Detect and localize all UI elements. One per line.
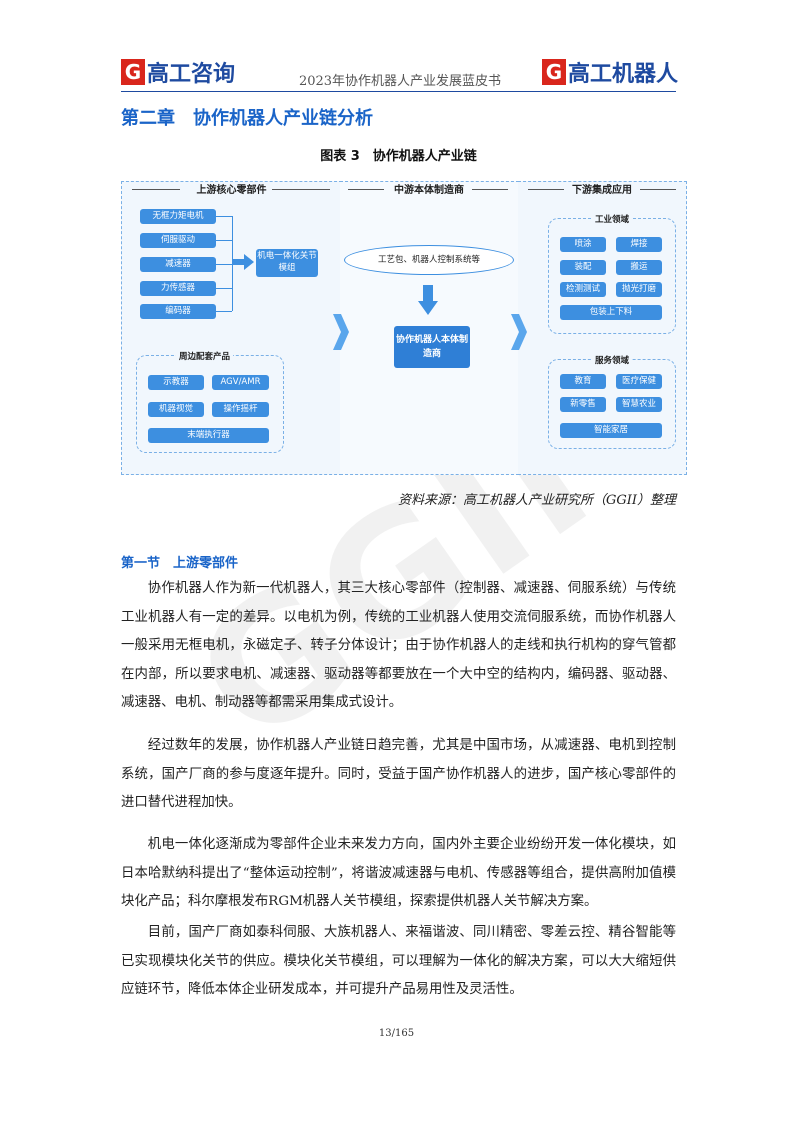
- report-title: 2023年协作机器人产业发展蓝皮书: [298, 74, 502, 89]
- application-box: 抛光打磨: [616, 282, 662, 297]
- body-paragraph: 机电一体化逐渐成为零部件企业未来发力方向，国内外主要企业纷纷开发一体化模块，如日…: [121, 837, 676, 909]
- industry-chain-diagram: 上游核心零部件 无框力矩电机 伺服驱动 减速器 力传感器 编码器 机电一体化关节…: [121, 181, 688, 475]
- arrow-down-icon: [418, 285, 438, 315]
- application-box: 教育: [560, 374, 606, 389]
- midstream-title: 中游本体制造商: [394, 185, 464, 196]
- divider: [640, 189, 676, 190]
- upstream-title: 上游核心零部件: [196, 185, 267, 196]
- application-box: 焊接: [616, 237, 662, 252]
- body-paragraph: 目前，国产厂商如泰科伺服、大族机器人、来福谐波、同川精密、零差云控、精谷智能等已…: [121, 925, 676, 997]
- peripheral-box: 末端执行器: [148, 428, 269, 443]
- application-box: 搬运: [616, 260, 662, 275]
- connector: [216, 264, 232, 265]
- application-box: 喷涂: [560, 237, 606, 252]
- software-ellipse: 工艺包、机器人控制系统等: [344, 245, 514, 275]
- divider: [272, 189, 330, 190]
- connector: [216, 311, 232, 312]
- divider: [132, 189, 180, 190]
- core-part-box: 力传感器: [140, 281, 216, 296]
- divider: [348, 189, 384, 190]
- connector: [216, 240, 232, 241]
- peripheral-box: 操作摇杆: [212, 402, 269, 417]
- manufacturer-box: 协作机器人本体制造商: [394, 326, 470, 368]
- application-box: 智能家居: [560, 423, 662, 438]
- core-part-box: 编码器: [140, 304, 216, 319]
- industrial-title: 工业领域: [592, 213, 633, 225]
- core-part-box: 无框力矩电机: [140, 209, 216, 224]
- peripheral-title: 周边配套产品: [176, 350, 234, 362]
- figure-source: 资料来源：高工机器人产业研究所（GGII）整理: [397, 493, 676, 508]
- connector: [216, 216, 232, 217]
- logo-mark: G: [542, 59, 566, 85]
- core-part-box: 减速器: [140, 257, 216, 272]
- figure-title: 图表 3 协作机器人产业链: [320, 149, 477, 164]
- ggii-consulting-logo: G 高工咨询: [121, 58, 236, 87]
- application-box: 检测测试: [560, 282, 606, 297]
- logo-text: 高工咨询: [147, 62, 236, 87]
- divider: [528, 189, 564, 190]
- chevron-right-icon: [333, 314, 349, 350]
- logo-text: 高工机器人: [568, 62, 679, 87]
- page-number: 13/165: [378, 1028, 415, 1039]
- joint-module-box: 机电一体化关节模组: [256, 249, 318, 277]
- chapter-title: 第二章 协作机器人产业链分析: [121, 108, 373, 129]
- header-divider: [121, 91, 676, 92]
- divider: [472, 189, 508, 190]
- application-box: 装配: [560, 260, 606, 275]
- application-box: 智慧农业: [616, 397, 662, 412]
- peripheral-box: 机器视觉: [148, 402, 204, 417]
- body-paragraph: 经过数年的发展，协作机器人产业链日趋完善，尤其是中国市场，从减速器、电机到控制系…: [121, 738, 676, 810]
- downstream-title: 下游集成应用: [572, 185, 632, 196]
- section-title: 第一节 上游零部件: [121, 556, 239, 571]
- application-box: 包装上下料: [560, 305, 662, 320]
- ggii-robot-logo: G 高工机器人: [542, 58, 679, 87]
- arrow-right-icon: [232, 254, 254, 270]
- core-part-box: 伺服驱动: [140, 233, 216, 248]
- midstream-column: 中游本体制造商 工艺包、机器人控制系统等 协作机器人本体制造商: [340, 181, 519, 475]
- connector: [216, 288, 232, 289]
- chevron-right-icon: [511, 314, 527, 350]
- service-title: 服务领域: [592, 354, 633, 366]
- body-paragraph: 协作机器人作为新一代机器人，其三大核心零部件（控制器、减速器、伺服系统）与传统工…: [121, 581, 676, 710]
- peripheral-box: AGV/AMR: [212, 375, 269, 390]
- logo-mark: G: [121, 59, 145, 85]
- peripheral-box: 示教器: [148, 375, 204, 390]
- upstream-column: 上游核心零部件 无框力矩电机 伺服驱动 减速器 力传感器 编码器 机电一体化关节…: [121, 181, 342, 475]
- application-box: 医疗保健: [616, 374, 662, 389]
- downstream-column: 下游集成应用 工业领域 喷涂 焊接 装配 搬运 检测测试 抛光打磨 包装上下料 …: [518, 181, 687, 475]
- application-box: 新零售: [560, 397, 606, 412]
